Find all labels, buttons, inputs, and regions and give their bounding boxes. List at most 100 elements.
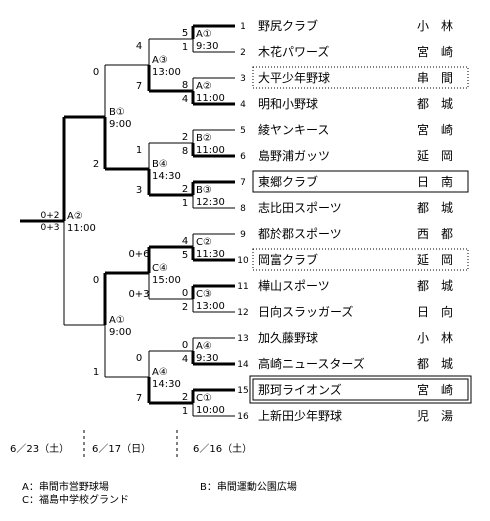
round1-match-time: 11:30	[196, 249, 225, 260]
round2-score-bottom: 7	[136, 393, 142, 404]
date-final: 6／23（土）	[10, 442, 69, 455]
round2-match-code: A③	[152, 55, 168, 66]
final-score-bottom: 0+3	[41, 223, 60, 233]
team-seed: 12	[237, 308, 248, 318]
team-region: 児 湯	[417, 409, 453, 423]
round1-match-code: B②	[196, 133, 212, 144]
round3-match-code: A①	[109, 315, 125, 326]
round2-match-code: B④	[152, 159, 168, 170]
team-region: 宮 崎	[417, 382, 453, 397]
team-name: 岡富クラブ	[258, 252, 318, 267]
round1-score-bottom: 2	[182, 302, 188, 313]
team-name: 綾ヤンキース	[258, 122, 329, 137]
round2-match-time: 13:00	[152, 67, 181, 78]
team-name: 上新田少年野球	[258, 408, 342, 423]
team-name: 加久藤野球	[258, 331, 318, 345]
final-match-time: 11:00	[67, 223, 96, 234]
round1-score-bottom: 5	[182, 250, 188, 261]
team-region: 日 南	[417, 174, 453, 189]
round1-score-bottom: 4	[182, 94, 188, 105]
team-region: 延 岡	[417, 149, 453, 163]
team-name: 都於郡スポーツ	[258, 226, 342, 241]
round3-match-time: 9:00	[109, 327, 131, 338]
round2-match-time: 15:00	[152, 275, 181, 286]
team-region: 宮 崎	[417, 122, 453, 137]
team-highlight-boxes	[249, 66, 472, 404]
date-round2: 6／17（日）	[92, 443, 151, 455]
team-region: 日 向	[417, 304, 453, 319]
round2-match-code: C④	[152, 263, 168, 274]
venue-b: B：串間運動公園広場	[200, 480, 297, 493]
round2-score-top: 0+6	[128, 249, 149, 260]
round1-match-time: 12:30	[196, 197, 225, 208]
round2-score-top: 1	[136, 145, 142, 156]
round3-score-top: 0	[93, 275, 99, 286]
team-seed: 15	[237, 386, 248, 396]
team-highlight-box	[252, 170, 469, 193]
round2-match-time: 14:30	[152, 379, 181, 390]
team-seed: 16	[237, 412, 249, 422]
team-region: 延 岡	[417, 253, 453, 267]
round1-score-top: 5	[182, 28, 188, 39]
team-name: 島野浦ガッツ	[258, 148, 330, 163]
team-region: 串 間	[417, 71, 453, 85]
team-highlight-box	[252, 66, 469, 89]
team-region: 小 林	[417, 331, 453, 345]
team-name: 志比田スポーツ	[258, 201, 342, 215]
team-highlight-box-outer	[249, 375, 472, 404]
team-seed: 13	[237, 334, 248, 344]
venue-a: A：串間市営野球場	[22, 480, 109, 493]
team-region: 小 林	[417, 19, 453, 33]
round2-score-bottom: 0+3	[128, 289, 149, 300]
round1-match-time: 9:30	[196, 41, 218, 52]
team-region: 都 城	[417, 357, 453, 371]
round2-score-bottom: 7	[136, 81, 142, 92]
round1-score-bottom: 8	[182, 146, 188, 157]
team-highlight-box	[252, 378, 469, 401]
round2-score-top: 4	[136, 41, 142, 52]
round3-score-top: 0	[93, 67, 99, 78]
team-name: 樺山スポーツ	[258, 279, 330, 293]
round1-match-code: A②	[196, 81, 212, 92]
round1-score-top: 2	[182, 184, 188, 195]
round3-score-bottom: 2	[93, 159, 99, 170]
round1-score-bottom: 1	[182, 406, 188, 417]
team-name: 那珂ライオンズ	[258, 382, 342, 397]
round1-match-time: 11:00	[196, 145, 225, 156]
team-seed: 10	[237, 256, 249, 266]
team-region: 宮 崎	[417, 44, 453, 59]
team-name: 明和小野球	[258, 97, 318, 111]
round2-match-code: A④	[152, 367, 168, 378]
team-name: 東郷クラブ	[258, 174, 318, 189]
round1-match-code: A①	[196, 29, 212, 40]
team-seed: 2	[240, 48, 246, 58]
round2-match-time: 14:30	[152, 171, 181, 182]
round1-match-code: B③	[196, 185, 212, 196]
round1-match-code: C③	[196, 289, 212, 300]
round1-match-time: 10:00	[196, 405, 225, 416]
bracket-winner-lines	[20, 24, 235, 405]
team-region: 西 都	[417, 227, 453, 241]
team-name: 大平少年野球	[258, 71, 330, 85]
team-seed: 4	[240, 100, 246, 110]
round1-score-top: 0	[182, 340, 188, 351]
final-match-code: A②	[67, 211, 83, 222]
round1-match-time: 11:00	[196, 93, 225, 104]
team-seed: 3	[240, 74, 246, 84]
team-region: 都 城	[417, 279, 453, 293]
round1-score-top: 0	[182, 288, 188, 299]
round1-match-time: 13:00	[196, 301, 225, 312]
team-region: 都 城	[417, 97, 453, 111]
team-name: 野尻クラブ	[258, 18, 318, 33]
team-seed: 11	[237, 282, 248, 292]
team-name: 日向スラッガーズ	[258, 304, 353, 319]
round3-match-code: B①	[109, 107, 125, 118]
round1-match-code: C②	[196, 237, 212, 248]
round1-score-top: 8	[182, 80, 188, 91]
team-seed: 5	[240, 126, 246, 136]
round1-match-time: 9:30	[196, 353, 218, 364]
team-highlight-box	[252, 248, 469, 271]
